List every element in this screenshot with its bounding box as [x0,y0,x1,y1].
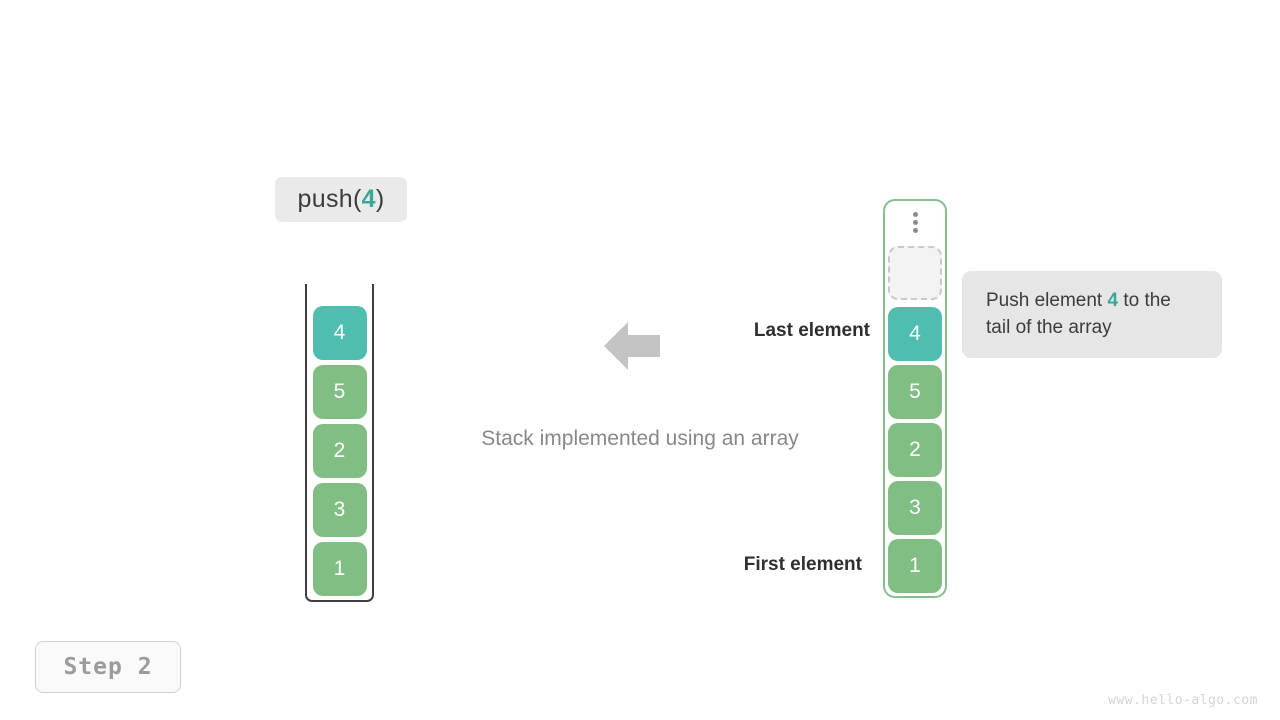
operation-paren-close: ) [375,185,385,213]
array-cell: 1 [888,539,942,593]
array-cell: 2 [888,423,942,477]
operation-badge: push(4) [275,177,407,222]
last-element-label: Last element [753,320,870,341]
array-visualization: 4 5 2 3 1 [883,199,947,598]
operation-value: 4 [361,185,376,213]
array-cell: 3 [888,481,942,535]
array-cell: 5 [888,365,942,419]
ellipsis-dot [912,212,918,217]
diagram-caption: Stack implemented using an array [481,427,799,450]
stack-cell-list: 4 5 2 3 1 [305,306,374,596]
stack-cell: 2 [312,424,367,478]
ellipsis-dot [912,228,918,233]
explanation-note: Push element 4 to the tail of the array [962,271,1222,359]
note-text-before: Push element [986,290,1108,311]
watermark: www.hello-algo.com [1108,693,1258,708]
first-element-label: First element [743,554,862,575]
step-badge: Step 2 [35,641,181,693]
stack-visualization: 4 5 2 3 1 [305,284,374,602]
ellipsis-dot [912,220,918,225]
stack-cell: 5 [312,365,367,419]
left-arrow-icon [604,322,660,370]
note-accent-value: 4 [1107,290,1119,311]
note-text-after: to the tail of the array [986,290,1171,338]
array-cell: 4 [888,307,942,361]
array-empty-slot [888,246,942,300]
vertical-ellipsis-icon [883,212,947,233]
stack-cell: 1 [312,542,367,596]
stack-cell: 4 [312,306,367,360]
stack-cell: 3 [312,483,367,537]
array-cell-list: 4 5 2 3 1 [883,307,947,593]
operation-name: push( [297,185,362,213]
